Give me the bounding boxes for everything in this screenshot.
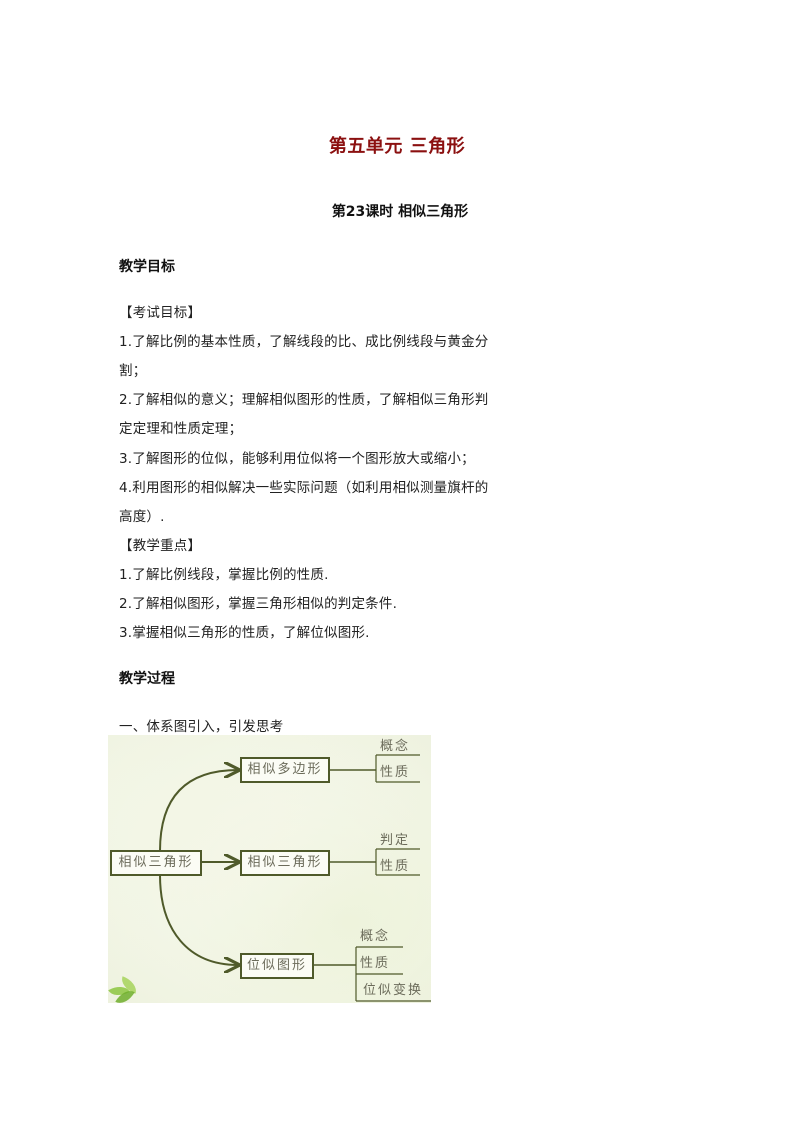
root-node: 相似三角形 — [110, 850, 202, 876]
exam-goal-line: 4.利用图形的相似解决一些实际问题（如利用相似测量旗杆的 — [119, 480, 489, 496]
branch-node-polygons: 相似多边形 — [240, 757, 330, 783]
branch-node-homothety: 位似图形 — [240, 953, 314, 979]
unit-title: 第五单元 三角形 — [328, 136, 466, 157]
key-point-line: 1.了解比例线段，掌握比例的性质. — [119, 567, 329, 583]
key-point-line: 3.掌握相似三角形的性质，了解位似图形. — [119, 625, 370, 641]
teaching-process-heading: 教学过程 — [119, 671, 175, 687]
leaf-label: 概念 — [360, 929, 391, 944]
exam-goal-line: 1.了解比例的基本性质，了解线段的比、成比例线段与黄金分 — [119, 334, 489, 350]
exam-goals-label: 【考试目标】 — [119, 305, 202, 321]
exam-goal-line: 高度）. — [119, 509, 165, 525]
key-points-label: 【教学重点】 — [119, 538, 202, 554]
exam-goal-line: 定定理和性质定理； — [119, 421, 243, 437]
lesson-title: 第23课时 相似三角形 — [331, 204, 469, 220]
exam-goal-line: 2.了解相似的意义；理解相似图形的性质，了解相似三角形判 — [119, 392, 489, 408]
key-point-line: 2.了解相似图形，掌握三角形相似的判定条件. — [119, 596, 398, 612]
leaf-label: 判定 — [380, 833, 411, 848]
branch-node-triangles: 相似三角形 — [240, 850, 330, 876]
leaf-label: 性质 — [360, 956, 391, 971]
leaf-label: 性质 — [380, 765, 411, 780]
leaf-label: 概念 — [380, 739, 411, 754]
concept-map-diagram: 相似三角形 相似多边形 概念 性质 相似三角形 判定 性质 位似图形 概念 性质… — [108, 735, 431, 1003]
exam-goal-line: 割； — [119, 363, 147, 379]
leaf-label: 性质 — [380, 859, 411, 874]
step-one-text: 一、体系图引入，引发思考 — [119, 719, 284, 735]
leaf-label: 位似变换 — [363, 983, 424, 998]
teaching-goals-heading: 教学目标 — [119, 259, 175, 275]
exam-goal-line: 3.了解图形的位似，能够利用位似将一个图形放大或缩小； — [119, 451, 475, 467]
